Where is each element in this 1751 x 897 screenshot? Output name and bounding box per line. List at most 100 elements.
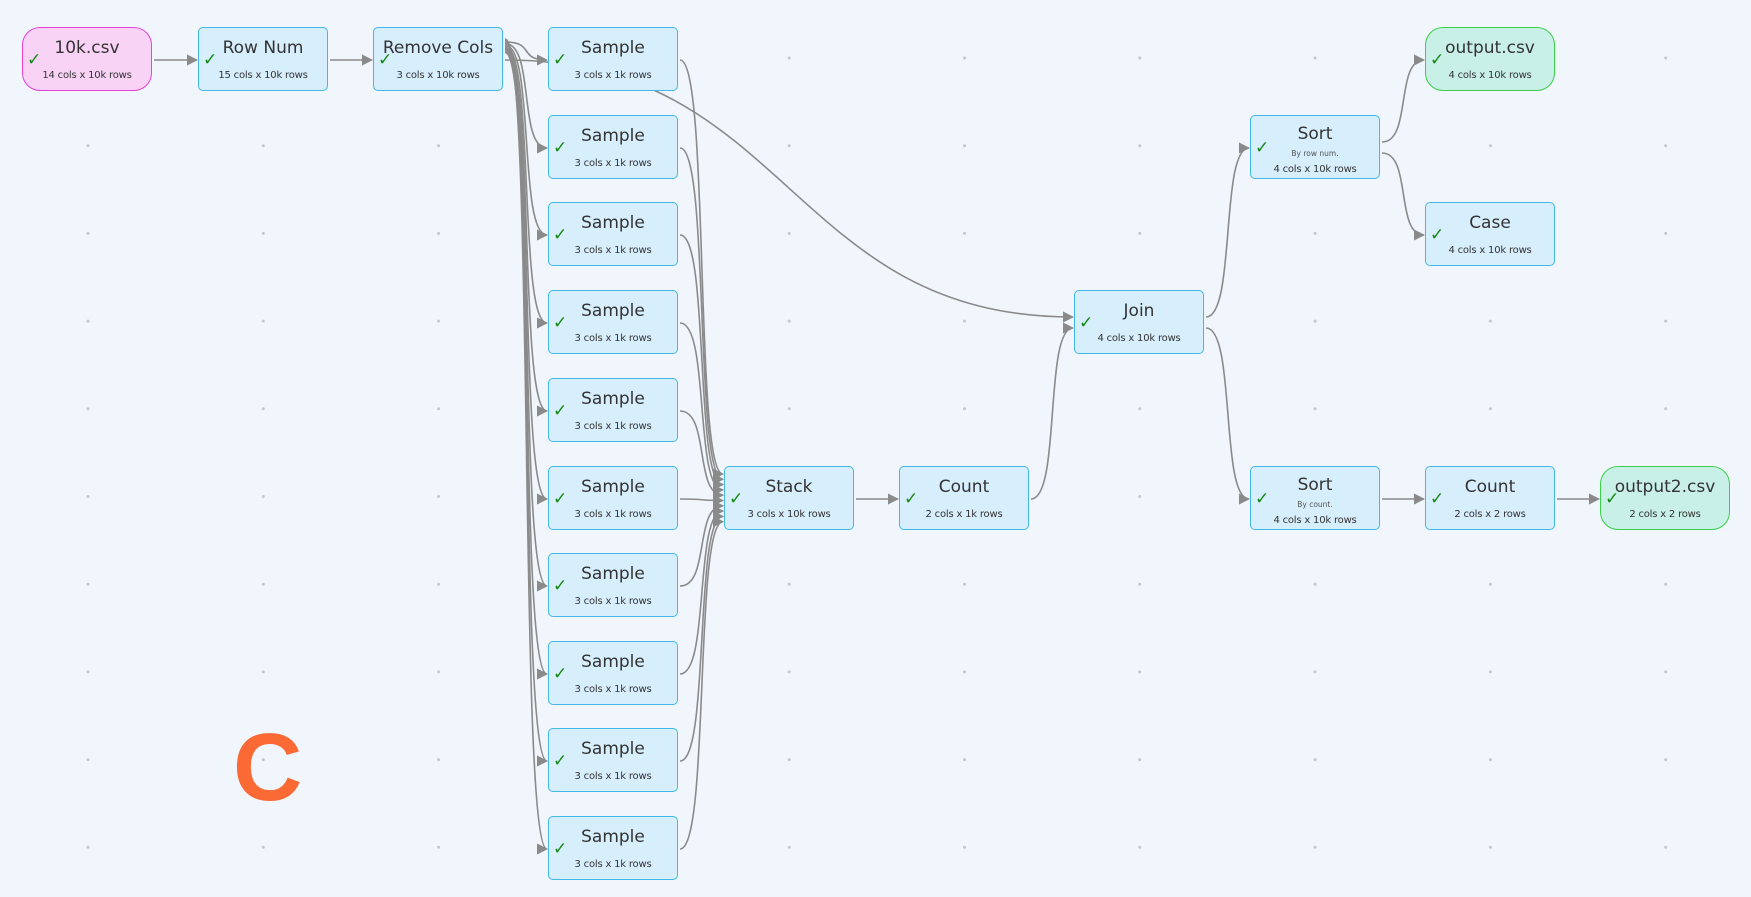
grid-dot	[787, 407, 791, 411]
node-dimensions: 3 cols x 10k rows	[396, 70, 480, 81]
edge-n_sort1-n_out1[interactable]	[1381, 54, 1426, 143]
grid-dot	[437, 495, 441, 498]
node-dimensions: 3 cols x 1k rows	[574, 596, 652, 607]
edges	[154, 38, 1601, 855]
edge-n_remove-n_join[interactable]	[504, 59, 1075, 323]
node-title: Sample	[581, 652, 645, 672]
node-title: Sample	[581, 739, 645, 759]
node-dimensions: 3 cols x 1k rows	[574, 509, 652, 520]
node-dimensions: 4 cols x 10k rows	[1448, 70, 1532, 81]
node-title: Sample	[581, 827, 645, 847]
grid-dot	[86, 670, 90, 674]
node-dimensions: 4 cols x 10k rows	[1097, 333, 1181, 344]
check-icon: ✓	[553, 138, 568, 158]
node-dimensions: 3 cols x 1k rows	[574, 333, 652, 344]
edge-n_remove-n_s5[interactable]	[504, 47, 549, 417]
edge-n_count1-n_join[interactable]	[1030, 322, 1075, 500]
edge-n_s2-n_stack[interactable]	[679, 147, 725, 485]
node-title: Sort	[1297, 124, 1333, 144]
check-icon: ✓	[1079, 313, 1094, 333]
node-title: Sample	[581, 477, 645, 497]
edge-n_remove-n_s10[interactable]	[504, 39, 549, 855]
node-title: Sample	[581, 389, 645, 409]
node-title: 10k.csv	[54, 38, 120, 58]
grid-dot	[963, 231, 966, 235]
grid-dot	[1488, 845, 1492, 849]
edge-n_sort1-n_case[interactable]	[1381, 152, 1426, 241]
grid-dot	[437, 231, 441, 235]
grid-dot	[437, 407, 441, 411]
grid-dot	[261, 845, 265, 849]
grid-dot	[1488, 758, 1492, 762]
grid-dot	[261, 319, 265, 323]
grid-dot	[1138, 56, 1142, 60]
edge-n_s10-n_stack[interactable]	[679, 516, 725, 850]
edge-n_s9-n_stack[interactable]	[679, 510, 725, 762]
edge-n_join-n_sort2[interactable]	[1205, 327, 1251, 505]
grid-dot	[963, 758, 966, 762]
edge-n_s4-n_stack[interactable]	[679, 322, 725, 496]
grid-dot	[261, 144, 265, 148]
edge-n_remove-n_s3[interactable]	[504, 44, 549, 241]
check-icon: ✓	[553, 225, 568, 245]
grid-dot	[1313, 407, 1317, 411]
grid-dot	[1664, 231, 1668, 235]
node-title: Stack	[765, 477, 813, 497]
node-title: Join	[1123, 301, 1155, 321]
node-title: Count	[1464, 477, 1516, 497]
check-icon: ✓	[1430, 50, 1445, 70]
edge-n_join-n_sort1[interactable]	[1205, 142, 1251, 318]
grid-dot	[787, 319, 791, 323]
grid-dot	[86, 144, 90, 148]
grid-dot	[963, 845, 966, 849]
grid-dot	[1664, 407, 1668, 411]
check-icon: ✓	[1255, 138, 1270, 158]
edge-n_s3-n_stack[interactable]	[679, 234, 725, 491]
node-dimensions: 3 cols x 1k rows	[574, 859, 652, 870]
edge-n_s1-n_stack[interactable]	[679, 59, 725, 480]
edge-n_s7-n_stack[interactable]	[679, 500, 725, 587]
grid-dot	[787, 758, 791, 762]
grid-dot	[1138, 144, 1142, 148]
node-dimensions: 3 cols x 1k rows	[574, 245, 652, 256]
grid-dot	[1138, 582, 1142, 586]
node-dimensions: 3 cols x 10k rows	[747, 509, 831, 520]
edge-n_remove-n_s2[interactable]	[504, 42, 549, 154]
edge-n_s6-n_stack[interactable]	[679, 494, 725, 507]
node-title: Remove Cols	[382, 38, 494, 58]
grid-dot	[261, 495, 265, 498]
grid-dot	[437, 582, 441, 586]
grid-dot	[437, 845, 441, 849]
node-dimensions: 3 cols x 1k rows	[574, 70, 652, 81]
edge-n_s5-n_stack[interactable]	[679, 410, 725, 501]
node-join[interactable]: ✓ Join 4 cols x 10k rows	[1074, 290, 1204, 354]
check-icon: ✓	[1255, 489, 1270, 509]
grid-dot	[787, 56, 791, 60]
grid-dot	[1138, 495, 1142, 498]
grid-dot	[437, 670, 441, 674]
node-description: By row num.	[1291, 149, 1339, 158]
edge-n_remove-n_s1[interactable]	[504, 41, 549, 66]
grid-dot	[1138, 407, 1142, 411]
